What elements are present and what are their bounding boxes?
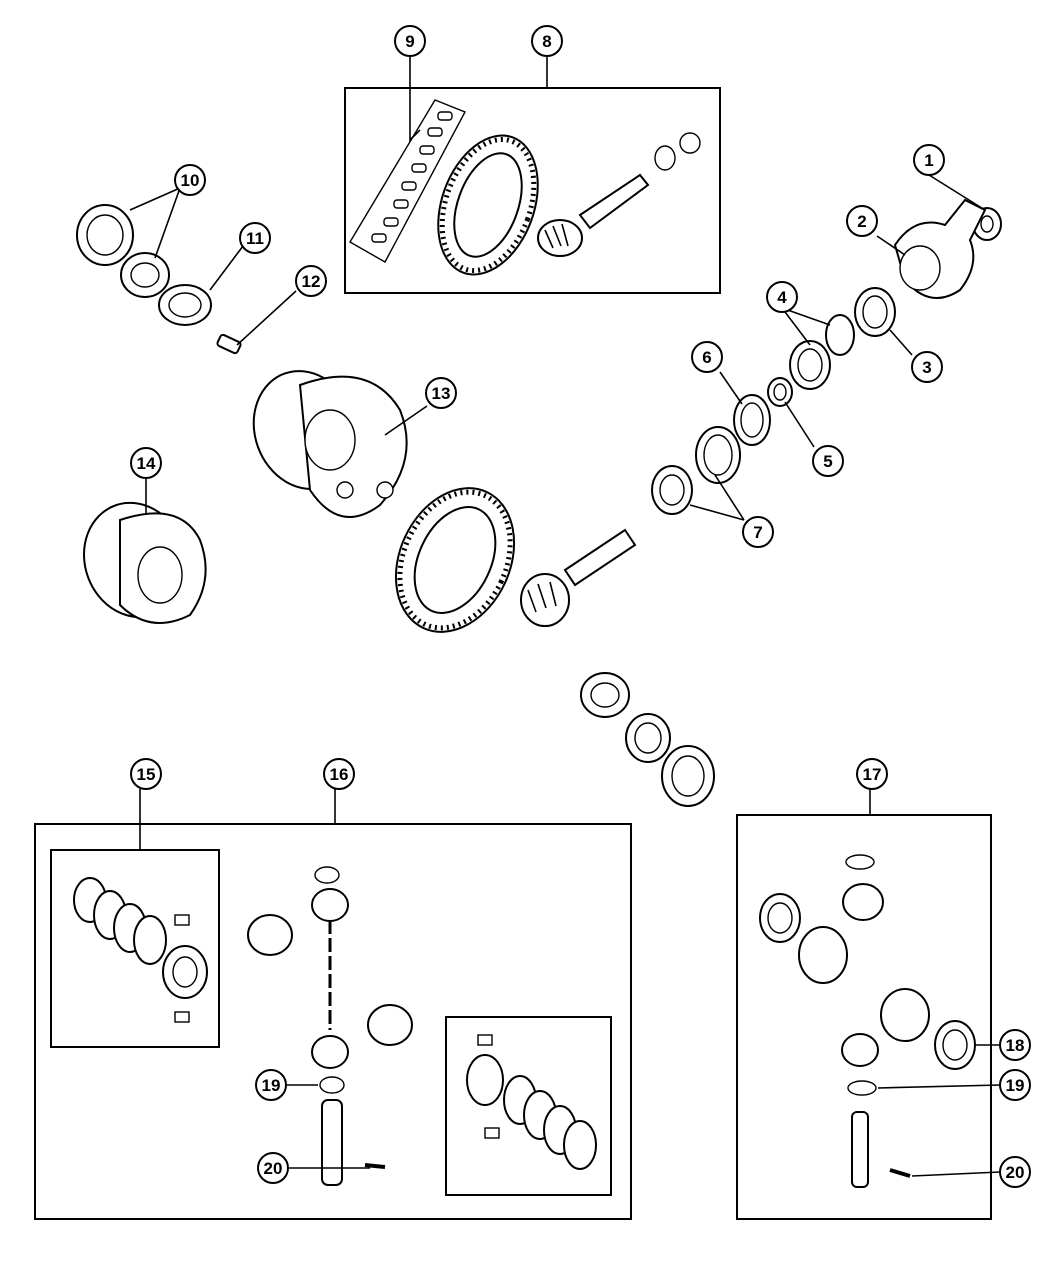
callout-1: 1 [913,144,945,176]
collapsible-spacer [767,377,793,407]
callout-18: 18 [999,1029,1031,1061]
callout-13: 13 [425,377,457,409]
svg-text:1: 1 [924,151,933,170]
svg-text:19: 19 [1006,1076,1025,1095]
callout-11: 11 [239,222,271,254]
callout-20-left: 20 [257,1152,289,1184]
svg-text:15: 15 [137,765,156,784]
svg-text:19: 19 [262,1076,281,1095]
callout-10: 10 [174,164,206,196]
callout-20-right: 20 [999,1156,1031,1188]
callout-6: 6 [691,341,723,373]
clutch-pack-15 [73,877,208,1023]
callout-4: 4 [766,281,798,313]
pinion-gear-middle [520,528,637,627]
differential-case-13 [252,370,408,518]
svg-text:20: 20 [264,1159,283,1178]
pinion-oil-seal [854,287,896,337]
svg-text:13: 13 [432,384,451,403]
pinion-bearing-set-lower [580,672,715,807]
carrier-shim [158,284,212,326]
leader-lines [129,56,1001,1177]
gear-kit-frame [736,814,992,1220]
clutch-pack-16-inset [466,1034,597,1170]
callout-19-right: 19 [999,1069,1031,1101]
callout-12: 12 [295,265,327,297]
svg-text:3: 3 [922,358,931,377]
svg-text:5: 5 [823,452,832,471]
callout-9: 9 [394,25,426,57]
outer-pinion-bearing [789,314,855,390]
differential-case-14 [82,501,207,624]
svg-text:10: 10 [181,171,200,190]
callout-17: 17 [856,758,888,790]
svg-text:7: 7 [753,523,762,542]
inner-pinion-bearing [651,426,741,515]
ring-gear-bolt [216,333,242,355]
clutch-kit-frame-outer [34,823,632,1220]
callout-2: 2 [846,205,878,237]
pinion-depth-shim [733,394,771,446]
pinion-yoke [893,198,987,299]
svg-text:20: 20 [1006,1163,1025,1182]
svg-text:2: 2 [857,212,866,231]
svg-text:14: 14 [137,454,156,473]
ring-pinion-kit-frame [344,87,721,294]
callout-5: 5 [812,445,844,477]
side-gear-set-16 [247,866,413,1186]
carrier-bearing-cone [120,252,170,298]
svg-text:6: 6 [702,348,711,367]
svg-text:12: 12 [302,272,321,291]
ring-gear-middle [394,487,516,633]
svg-text:4: 4 [777,288,787,307]
svg-text:17: 17 [863,765,882,784]
clutch-pack-frame-right [445,1016,612,1196]
svg-text:9: 9 [405,32,414,51]
callout-15: 15 [130,758,162,790]
svg-text:16: 16 [330,765,349,784]
callout-19-left: 19 [255,1069,287,1101]
pinion-gear-top [537,132,701,257]
callout-7: 7 [742,516,774,548]
carrier-bearing-cup [76,204,134,266]
svg-text:11: 11 [246,229,264,248]
callout-8: 8 [531,25,563,57]
side-gear-set-17 [759,854,976,1188]
callout-14: 14 [130,447,162,479]
clutch-pack-frame [50,849,220,1048]
ring-gear-top [437,134,539,276]
ring-gear-bolts [349,99,466,263]
svg-text:18: 18 [1006,1036,1025,1055]
callout-16: 16 [323,758,355,790]
svg-text:8: 8 [542,32,551,51]
callout-3: 3 [911,351,943,383]
